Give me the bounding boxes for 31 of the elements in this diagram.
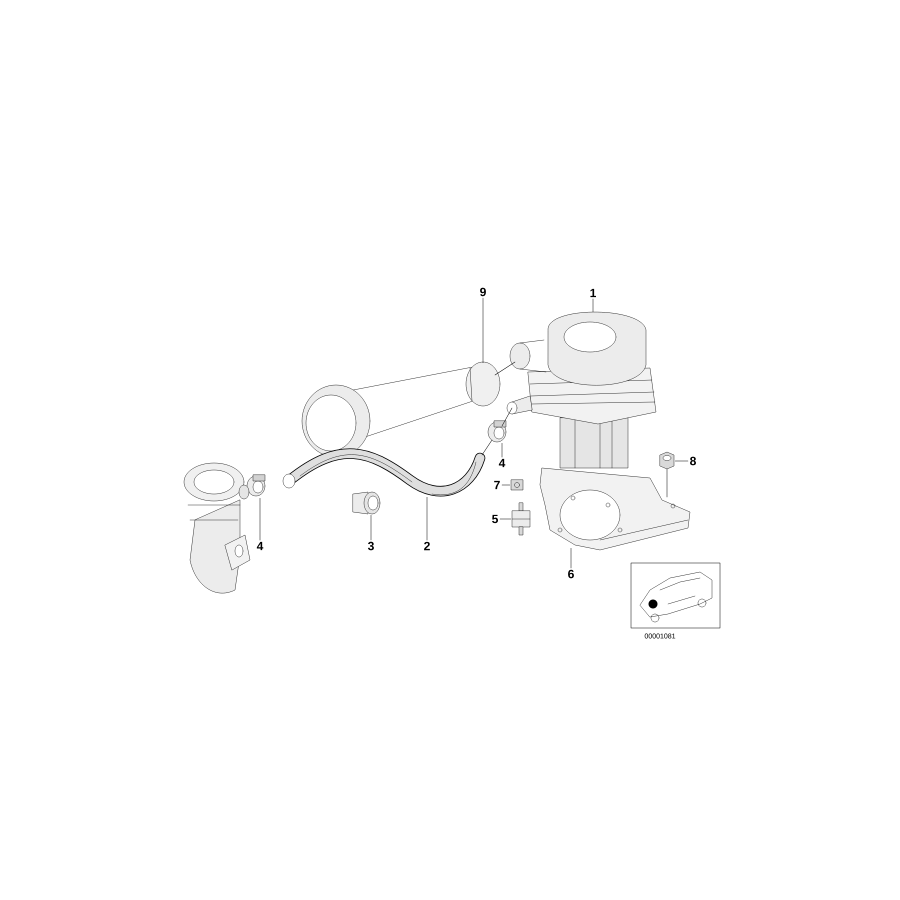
leader-line (370, 514, 372, 540)
callout-number: 8 (690, 456, 696, 466)
rubber-mount-drawing (512, 502, 530, 536)
callout-number: 3 (368, 542, 374, 550)
callout-number: 4 (256, 542, 264, 550)
assembly-line (502, 408, 512, 426)
hose-clamp-drawing (488, 420, 506, 442)
leader-line (570, 548, 572, 568)
assembly-line (666, 468, 668, 498)
leader-line (592, 298, 594, 312)
nut-drawing (510, 480, 524, 490)
callout-number: 1 (590, 288, 596, 298)
grommet-drawing (352, 492, 380, 514)
hose-clamp-drawing (246, 474, 266, 496)
callout-number: 7 (494, 480, 500, 490)
nut-drawing (660, 452, 674, 470)
callout-number: 9 (480, 288, 486, 296)
assembly-line (494, 362, 516, 376)
callout-number: 2 (424, 542, 430, 550)
hose-drawing (282, 448, 486, 496)
bracket-drawing (540, 468, 690, 550)
leader-line (502, 484, 510, 486)
callout-number: 6 (568, 570, 574, 578)
leader-line (674, 460, 688, 462)
air-pump-drawing (506, 312, 656, 468)
leader-line (482, 298, 484, 364)
assembly-line (482, 440, 492, 456)
callout-number: 4 (498, 458, 506, 468)
leader-line (500, 518, 512, 520)
callout-number: 5 (492, 514, 498, 524)
leader-line (426, 496, 428, 540)
